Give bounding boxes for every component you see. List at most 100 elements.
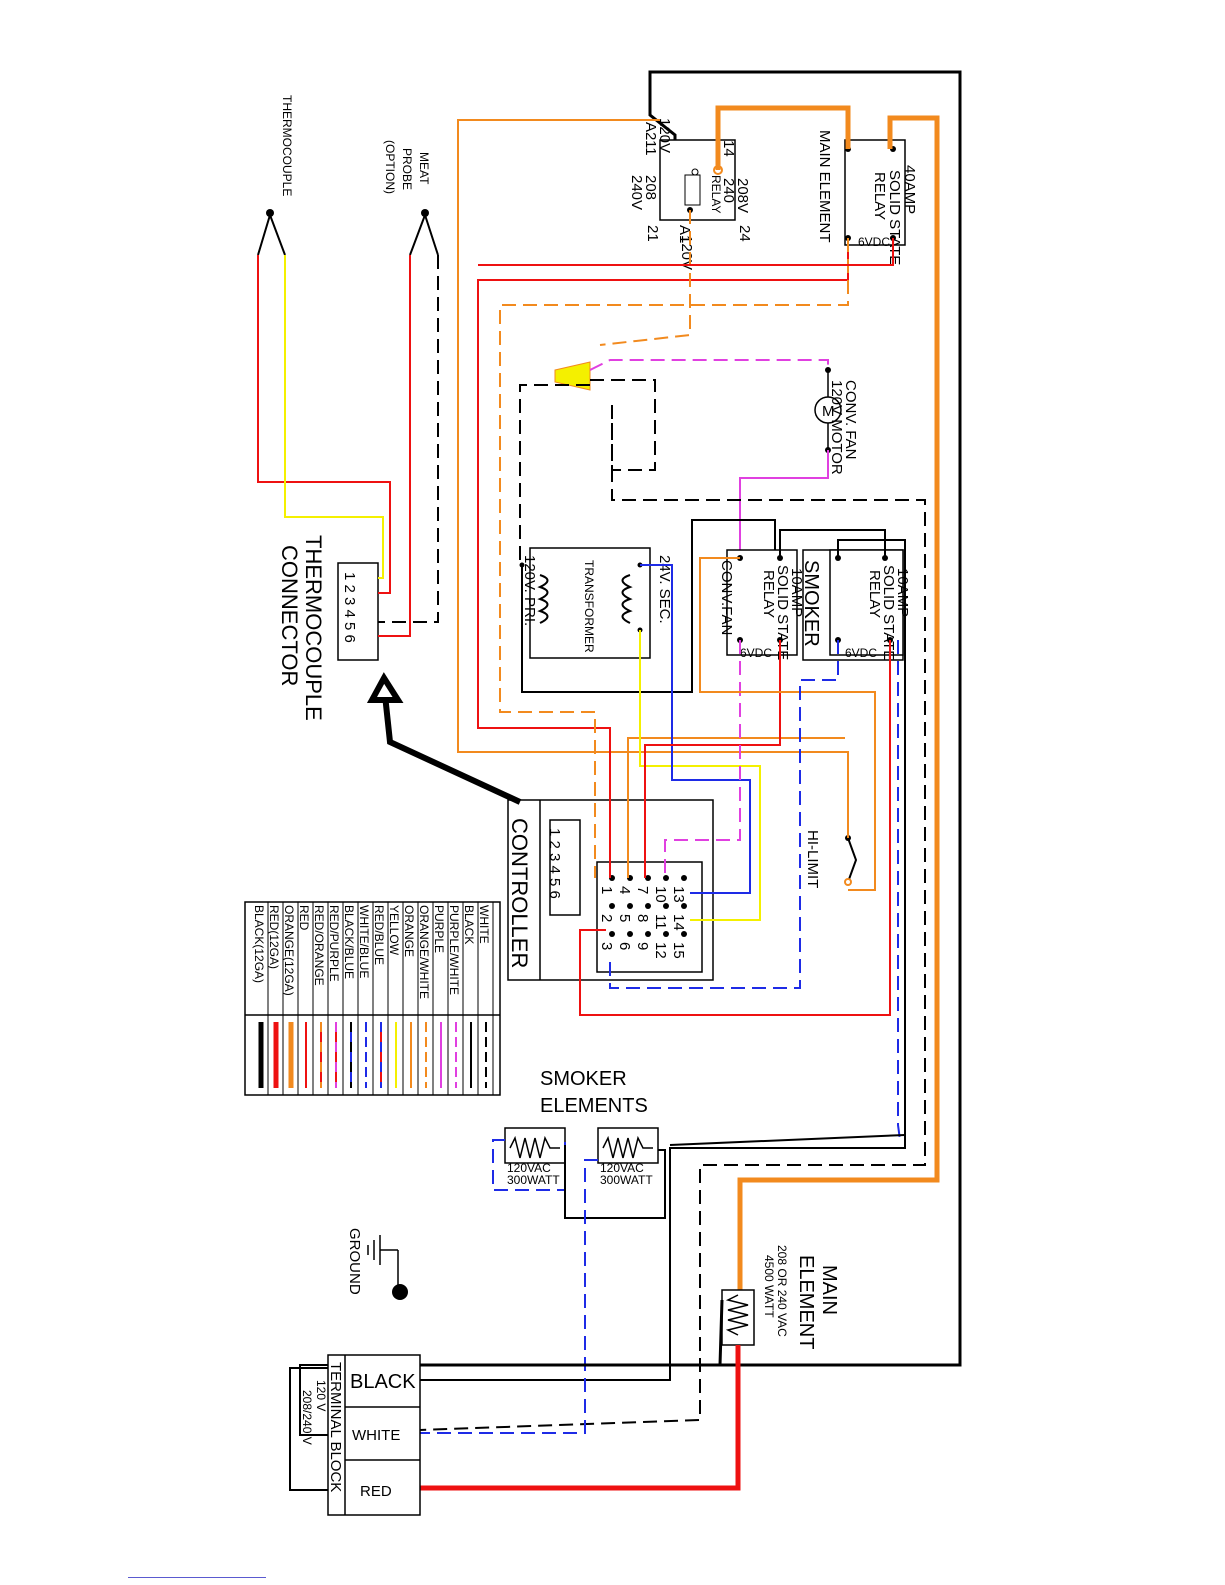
conv-fan-motor: M CONV. FAN 120V MOTOR xyxy=(814,367,859,475)
svg-text:A2: A2 xyxy=(642,122,659,140)
svg-text:21: 21 xyxy=(644,225,661,242)
legend-label: RED/BLUE xyxy=(372,905,386,965)
controller-terminal-label: 1 xyxy=(598,886,615,894)
svg-text:120VAC: 120VAC xyxy=(600,1161,644,1175)
main-element: MAIN ELEMENT 208 OR 240 VAC 4500 WATT xyxy=(721,1245,840,1349)
controller-terminal-label: 11 xyxy=(652,914,669,930)
enclosure-outline xyxy=(648,70,962,1367)
conv-fan-motor-label: 120V MOTOR xyxy=(828,380,845,475)
controller-terminal-label: 9 xyxy=(634,942,651,950)
legend-label: BLACK/BLUE xyxy=(342,905,356,979)
controller-terminal-dot xyxy=(645,875,651,881)
meat-probe: MEAT PROBE (OPTION) xyxy=(383,140,439,256)
svg-text:208V: 208V xyxy=(734,178,751,213)
legend-label: BLACK(12GA) xyxy=(252,905,266,983)
svg-text:ELEMENT: ELEMENT xyxy=(795,1255,817,1349)
thermocouple-connector: 1 2 3 4 5 6 THERMOCOUPLE CONNECTOR xyxy=(277,535,379,721)
terminal-block: TERMINAL BLOCK BLACK WHITE RED 120 V 208… xyxy=(289,1354,421,1516)
svg-text:1 2 3 4 5 6: 1 2 3 4 5 6 xyxy=(546,828,563,899)
controller-terminal-label: 5 xyxy=(616,914,633,922)
main-ssr-caption: MAIN ELEMENT xyxy=(816,130,833,243)
legend-label: ORANGE(12GA) xyxy=(282,905,296,996)
svg-text:6VDC: 6VDC xyxy=(845,646,877,660)
main-ssr-voltage: 6VDC xyxy=(858,235,890,249)
svg-text:300WATT: 300WATT xyxy=(600,1173,653,1187)
legend-label: WHITE/BLUE xyxy=(357,905,371,978)
thermocouple-label: THERMOCOUPLE xyxy=(280,95,294,196)
main-element-ssr: 40AMP SOLID STATE RELAY MAIN ELEMENT 6VD… xyxy=(816,130,918,265)
svg-text:14: 14 xyxy=(720,140,737,157)
svg-text:(OPTION): (OPTION) xyxy=(383,140,397,194)
page-footer-link[interactable] xyxy=(128,1577,266,1578)
controller-terminal-label: 13 xyxy=(670,886,687,903)
legend-label: ORANGE xyxy=(402,905,416,957)
wire-orange-12ga xyxy=(715,105,851,170)
svg-text:10AMP: 10AMP xyxy=(788,568,805,617)
controller-terminal-dot xyxy=(663,875,669,881)
legend-label: PURPLE/WHITE xyxy=(447,905,461,995)
wire-color-legend: WHITEBLACKPURPLE/WHITEPURPLEORANGE/WHITE… xyxy=(244,901,501,1096)
svg-text:1 2 3 4 5 6: 1 2 3 4 5 6 xyxy=(341,572,358,643)
conv-fan-ssr: 10AMP SOLID STATE RELAY CONV.FAN 6VDC xyxy=(718,549,805,660)
relay-label: RELAY xyxy=(709,175,723,213)
hi-limit: HI-LIMIT xyxy=(804,830,858,888)
svg-text:SOLID STATE: SOLID STATE xyxy=(774,565,791,660)
svg-text:240: 240 xyxy=(720,178,737,203)
smoker-ssr: 10AMP SOLID STATE RELAY SMOKER 6VDC xyxy=(800,549,911,661)
main-ssr-relay: RELAY xyxy=(871,172,888,220)
svg-text:120VAC: 120VAC xyxy=(507,1161,551,1175)
controller-terminal-dot xyxy=(663,931,669,937)
main-ssr-amp: 40AMP xyxy=(901,165,918,214)
hi-limit-label: HI-LIMIT xyxy=(804,830,821,888)
transformer: TRANSFORMER 120V. PRI. 24V. SEC. xyxy=(519,547,673,659)
controller-terminal-label: 14 xyxy=(670,914,687,931)
svg-text:208 OR 240 VAC: 208 OR 240 VAC xyxy=(775,1245,789,1337)
smoker-elements-label: SMOKER xyxy=(540,1068,627,1090)
wire-nut xyxy=(554,361,591,391)
legend-label: BLACK xyxy=(462,905,476,944)
controller-terminal-label: 15 xyxy=(670,942,687,959)
svg-text:A1: A1 xyxy=(676,225,693,243)
main-ssr-type: SOLID STATE xyxy=(886,170,903,265)
motor-symbol: M xyxy=(822,403,835,420)
legend-label: YELLOW xyxy=(387,905,401,956)
tc-connector-label: THERMOCOUPLE xyxy=(301,535,326,721)
svg-text:240V: 240V xyxy=(628,175,645,210)
svg-text:120V: 120V xyxy=(656,118,673,153)
terminal-block-label: TERMINAL BLOCK xyxy=(327,1362,344,1492)
controller-terminal-dot xyxy=(609,931,615,937)
svg-text:6VDC: 6VDC xyxy=(740,646,772,660)
smoker-elements: SMOKER ELEMENTS 120VAC 300WATT 120VAC 30… xyxy=(504,1068,659,1187)
controller-terminal-dot xyxy=(645,903,651,909)
thermocouple-probe: THERMOCOUPLE xyxy=(257,95,294,256)
svg-text:MEAT: MEAT xyxy=(417,152,431,185)
transformer-label: TRANSFORMER xyxy=(582,560,596,653)
legend-label: RED/PURPLE xyxy=(327,905,341,982)
svg-text:300WATT: 300WATT xyxy=(507,1173,560,1187)
controller-terminal-label: 2 xyxy=(598,914,615,922)
smoker-ssr-caption: SMOKER xyxy=(800,560,822,647)
controller-terminal-dot xyxy=(627,931,633,937)
svg-text:4500 WATT: 4500 WATT xyxy=(762,1255,776,1318)
ground-symbol: GROUND xyxy=(346,1228,408,1300)
legend-label: PURPLE xyxy=(432,905,446,953)
svg-text:ELEMENTS: ELEMENTS xyxy=(540,1095,648,1117)
controller-terminal-dot xyxy=(681,875,687,881)
svg-text:RELAY: RELAY xyxy=(866,570,883,618)
controller-label: CONTROLLER xyxy=(507,818,532,968)
transformer-secondary-label: 24V. SEC. xyxy=(656,555,673,624)
controller-terminal-dot xyxy=(681,931,687,937)
svg-text:11: 11 xyxy=(642,140,659,156)
main-element-label: MAIN xyxy=(818,1265,840,1315)
svg-text:208: 208 xyxy=(642,175,659,200)
svg-text:CONNECTOR: CONNECTOR xyxy=(277,545,302,686)
ground-label: GROUND xyxy=(346,1228,363,1295)
controller-terminal-label: 3 xyxy=(598,942,615,950)
controller-terminal-label: 12 xyxy=(652,942,669,959)
controller-terminal-label: 10 xyxy=(652,886,669,903)
controller-terminal-dot xyxy=(663,903,669,909)
svg-text:208/240 V: 208/240 V xyxy=(300,1390,314,1445)
svg-text:24: 24 xyxy=(736,225,753,242)
